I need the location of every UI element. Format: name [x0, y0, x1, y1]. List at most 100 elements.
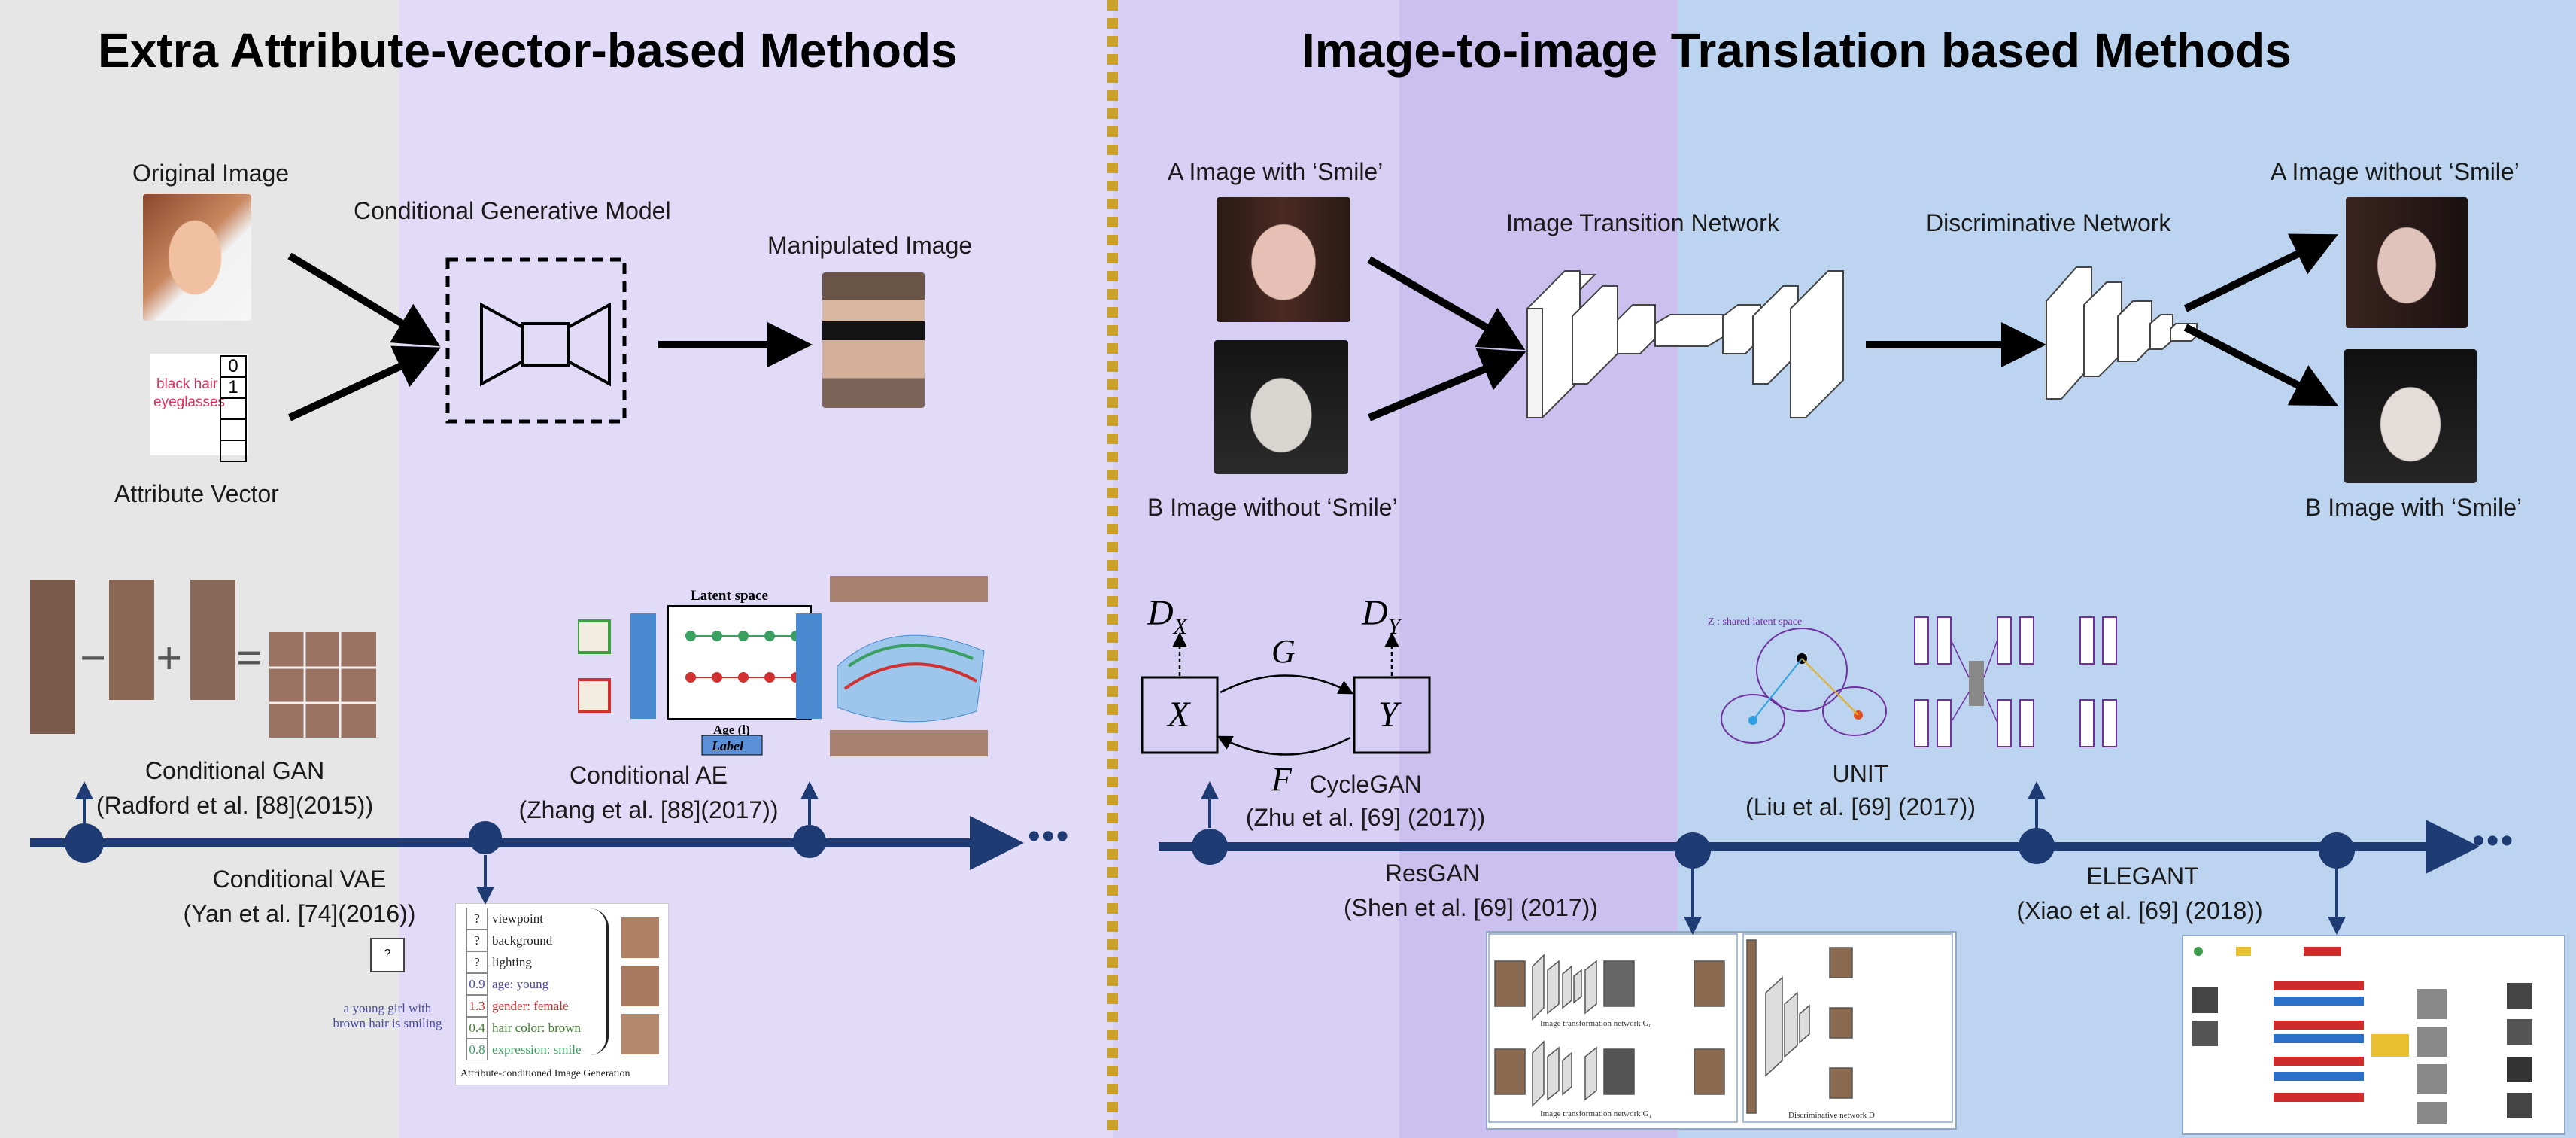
cvae-figure: Attribute-conditioned Image Generation: [455, 903, 669, 1085]
cgan-equals-op: =: [236, 633, 263, 684]
cae-method-name: Conditional AE: [570, 762, 728, 789]
attribute-vector-label: Attribute Vector: [114, 480, 279, 507]
left-title: Extra Attribute-vector-based Methods: [98, 23, 958, 78]
attr-text-eyeglasses: eyeglasses: [153, 394, 226, 410]
cgan-minus-op: −: [80, 633, 106, 684]
original-image-label: Original Image: [132, 160, 290, 187]
cyclegan-figure: X Y DX DY G F: [1141, 593, 1431, 798]
timeline-node-unit: [2019, 828, 2055, 864]
cyclegan-f-label: F: [1271, 761, 1293, 798]
resgan-caption-3: Discriminative network D: [1788, 1111, 1875, 1120]
cvae-attr-row: 0.8 expression: smile: [466, 1039, 594, 1060]
left-top-arrows: [287, 252, 813, 424]
cvae-attr-value: ?: [466, 951, 488, 973]
cvae-bracket: [590, 908, 609, 1055]
resgan-caption-2: Image transformation network G₁: [1540, 1109, 1651, 1118]
cvae-attr-value: ?: [466, 930, 488, 951]
resgan-caption-1: Image transformation network G₀: [1540, 1019, 1651, 1028]
left-gray-panel: [0, 0, 399, 1138]
cvae-attr-value: 0.9: [466, 973, 488, 995]
cvae-attr-text: expression: smile: [492, 1042, 582, 1057]
conditional-ae-figure: Latent space Age (l) Label: [578, 576, 988, 756]
cyclegan-x-label: X: [1166, 695, 1191, 735]
ae-label-box: Label: [711, 738, 743, 753]
center-divider: [1107, 0, 1118, 1138]
cyclegan-method-name: CycleGAN: [1309, 771, 1422, 798]
cvae-attr-text: lighting: [492, 955, 532, 969]
cvae-face-2: [621, 966, 659, 1006]
cyclegan-dx-label: DX: [1147, 593, 1189, 639]
right-lavender-panel: [1113, 0, 1399, 1138]
cgan-col-3: [190, 580, 235, 700]
cgan-method-name: Conditional GAN: [144, 757, 325, 784]
img-a-smile-label: A Image with ‘Smile’: [1168, 158, 1384, 185]
out-a-label: A Image without ‘Smile’: [2271, 158, 2520, 185]
cvae-attr-value: 0.8: [466, 1039, 488, 1060]
img-b-nosmile-label: B Image without ‘Smile’: [1147, 494, 1398, 521]
timeline-node-elegant: [2319, 832, 2355, 869]
original-face-image: [143, 194, 251, 321]
cvae-attr-value: 1.3: [466, 995, 488, 1017]
transition-network-blocks: [1526, 270, 1844, 418]
cvae-attr-value: 0.4: [466, 1017, 488, 1039]
face-a-output: [2346, 197, 2468, 328]
unit-figure: Z : shared latent space: [1708, 616, 1887, 744]
cvae-attr-row: 1.3 gender: female: [466, 995, 594, 1017]
cvae-attr-text: gender: female: [492, 999, 569, 1013]
arrow-original-to-model: [287, 252, 441, 347]
cvae-sentence: a young girl with brown hair is smiling: [333, 1001, 442, 1030]
transition-network-label: Image Transition Network: [1506, 209, 1779, 236]
right-top-diagram: [1367, 233, 2338, 421]
cae-method-cite: (Zhang et al. [88](2017)): [518, 796, 779, 823]
timeline-node-cae: [793, 825, 826, 858]
conditional-gan-figure: − + =: [30, 580, 376, 738]
attribute-vector-card: black hair eyeglasses: [150, 354, 248, 455]
cyclegan-y-box: [1353, 676, 1431, 754]
face-b-output: [2344, 349, 2477, 483]
ae-latent-space-label: Latent space: [691, 588, 768, 604]
unit-caption: Z : shared latent space: [1708, 616, 1802, 628]
attr-bit-0: 0: [220, 355, 247, 376]
cvae-attr-value: ?: [466, 908, 488, 930]
cyclegan-dy-label: DY: [1361, 593, 1403, 639]
face-a-smile: [1217, 197, 1350, 322]
resgan-method-name: ResGAN: [1384, 860, 1481, 887]
left-ellipsis: •••: [1028, 817, 1071, 857]
attr-text-black-hair: black hair: [156, 376, 218, 392]
elegant-method-name: ELEGANT: [2086, 863, 2199, 890]
cvae-attr-row: 0.4 hair color: brown: [466, 1017, 594, 1039]
cgan-method-cite: (Radford et al. [88](2015)): [96, 792, 374, 819]
resgan-figure: Image transformation network G₀ Image tr…: [1486, 931, 1957, 1130]
arrow-vector-to-model: [287, 345, 442, 421]
timeline-node-cgan: [65, 823, 104, 863]
cvae-attr-row: ? lighting: [466, 951, 594, 973]
right-title: Image-to-image Translation based Methods: [1302, 23, 2292, 78]
cvae-attr-row: ?background: [466, 930, 594, 951]
cvae-face-3: [621, 1014, 659, 1054]
left-timeline: [30, 781, 1024, 905]
ae-age-label: Age (l): [713, 723, 750, 737]
cvae-method-cite: (Yan et al. [74](2016)): [183, 900, 416, 927]
unit-method-name: UNIT: [1832, 760, 1889, 787]
face-b-nosmile: [1214, 340, 1348, 474]
cvae-method-name: Conditional VAE: [212, 866, 387, 893]
cgan-col-1: [30, 580, 75, 734]
discriminative-network-blocks: [2046, 266, 2198, 400]
conditional-generative-model-label: Conditional Generative Model: [354, 197, 671, 224]
cvae-caption: Attribute-conditioned Image Generation: [460, 1068, 630, 1079]
attribute-vector-bits: 0 1: [220, 355, 247, 462]
right-ellipsis: •••: [2472, 821, 2515, 861]
cyclegan-x-box: [1141, 676, 1219, 754]
attr-bit-1: 1: [220, 376, 247, 397]
manipulated-image-label: Manipulated Image: [767, 232, 973, 259]
cyclegan-g-label: G: [1271, 633, 1296, 670]
elegant-figure: [2182, 935, 2565, 1135]
cvae-attr-text: viewpoint: [492, 911, 543, 926]
cvae-face-1: [621, 917, 659, 958]
cvae-attr-text: hair color: brown: [492, 1021, 582, 1035]
timeline-node-cvae: [469, 821, 502, 854]
out-b-label: B Image with ‘Smile’: [2305, 494, 2523, 521]
attr-bit-3: [220, 418, 247, 440]
